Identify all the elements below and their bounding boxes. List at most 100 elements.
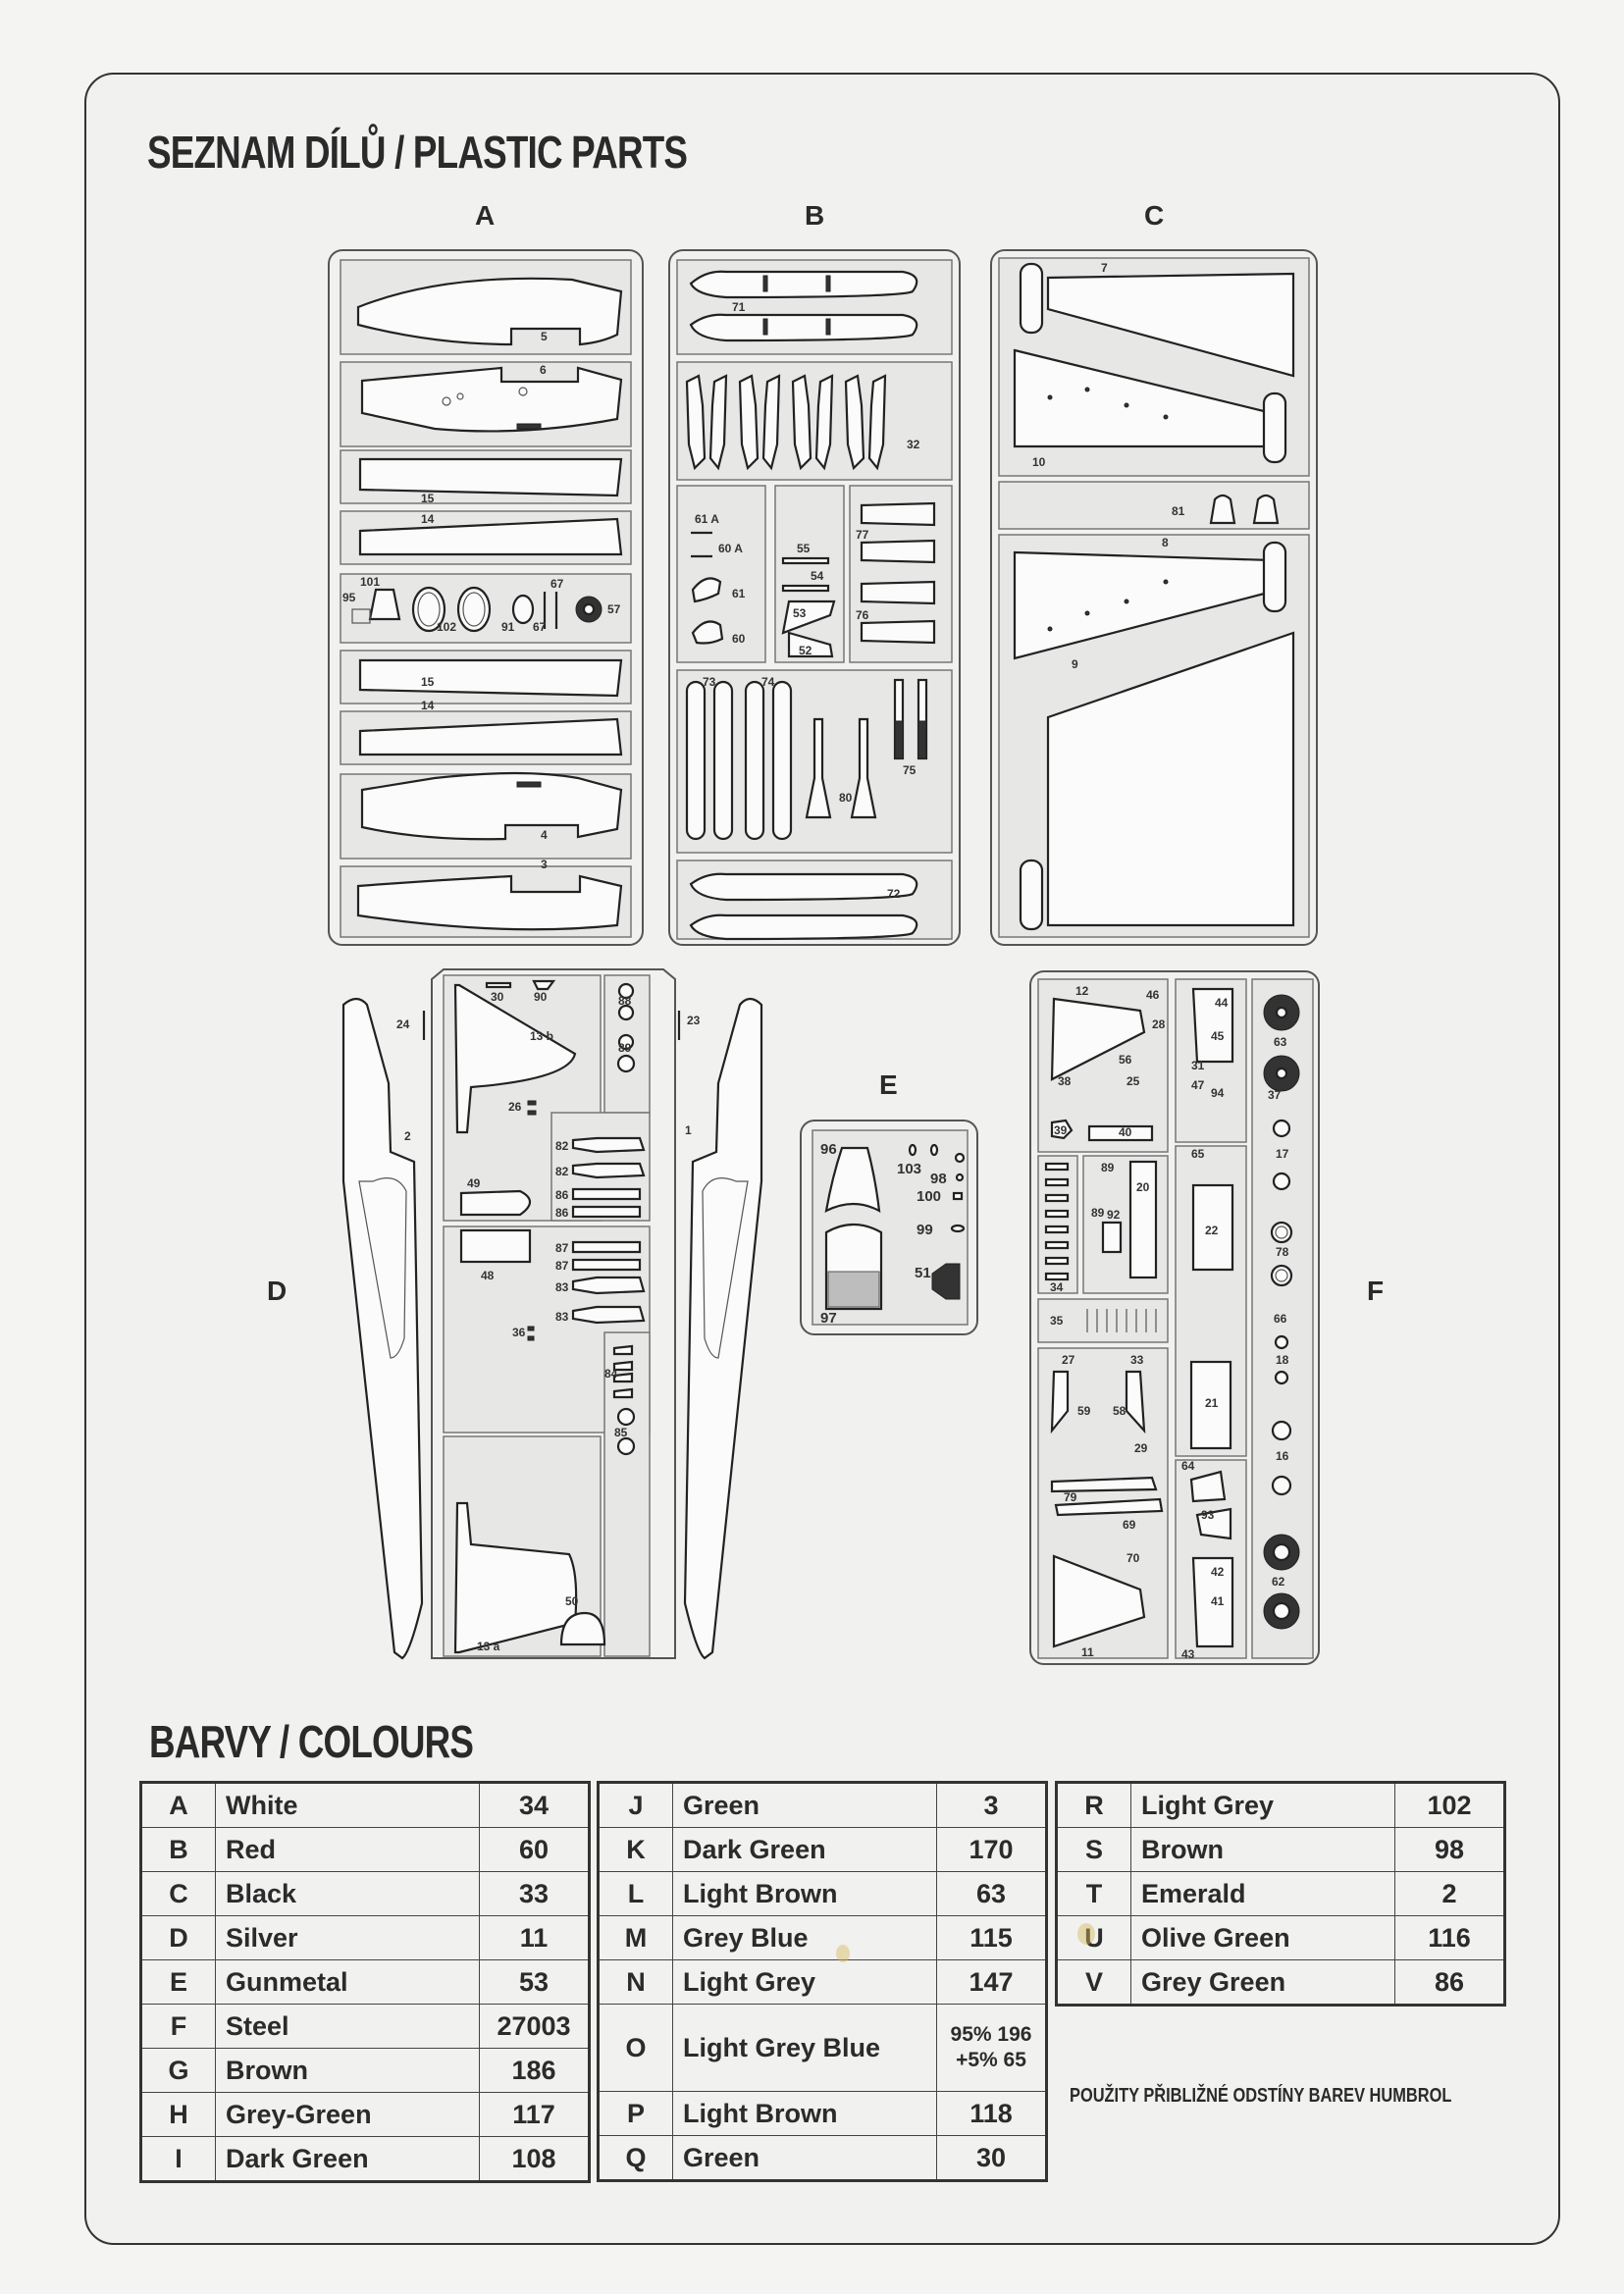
part-label: 13 b [530, 1029, 553, 1043]
sprue-e: 96 103 98 100 99 51 97 [800, 1120, 978, 1335]
part-label: 44 [1215, 996, 1229, 1010]
colour-code: H [140, 2092, 216, 2137]
sprue-c: 7 10 81 8 9 [990, 249, 1318, 946]
colour-code: M [598, 1915, 673, 1960]
humbrol-number: 3 [936, 1782, 1047, 1828]
part-label: 15 [421, 492, 435, 505]
colour-code: F [140, 2004, 216, 2049]
part-label: 74 [761, 675, 775, 689]
colour-code: G [140, 2048, 216, 2093]
humbrol-number: 95% 196+5% 65 [936, 2004, 1047, 2092]
colour-code: U [1056, 1915, 1131, 1960]
humbrol-number: 60 [479, 1827, 590, 1872]
part-label: 82 [555, 1165, 569, 1178]
part-label: 14 [421, 512, 435, 526]
colour-code: E [140, 1959, 216, 2005]
humbrol-number: 53 [479, 1959, 590, 2005]
part-label: 40 [1119, 1125, 1132, 1139]
part-label: 42 [1211, 1565, 1225, 1579]
humbrol-number: 27003 [479, 2004, 590, 2049]
part-label: 102 [437, 620, 456, 634]
part-label: 98 [930, 1171, 947, 1187]
part-label: 45 [1211, 1029, 1225, 1043]
humbrol-note: POUŽITY PŘIBLIŽNÉ ODSTÍNY BAREV HUMBROL [1070, 2085, 1452, 2107]
colour-code: T [1056, 1871, 1131, 1916]
part-label: 83 [555, 1310, 569, 1324]
part-label: 10 [1032, 455, 1046, 469]
part-label: 71 [732, 300, 746, 314]
part-label: 62 [1272, 1575, 1285, 1589]
colour-name: Silver [215, 1915, 480, 1960]
part-label: 51 [915, 1265, 931, 1281]
part-label: 13 a [477, 1640, 500, 1653]
part-label: 64 [1181, 1459, 1195, 1473]
colour-name: White [215, 1782, 480, 1828]
colour-name: Grey-Green [215, 2092, 480, 2137]
humbrol-number: 118 [936, 2091, 1047, 2136]
colour-name: Light Grey [1130, 1782, 1395, 1828]
part-label: 88 [618, 994, 632, 1008]
humbrol-number: 116 [1394, 1915, 1505, 1960]
part-label: 99 [917, 1222, 933, 1238]
part-label: 38 [1058, 1074, 1072, 1088]
colour-code: A [140, 1782, 216, 1828]
part-label: 81 [1172, 504, 1185, 518]
colour-name: Brown [1130, 1827, 1395, 1872]
humbrol-mix-line: 95% 196 [950, 2023, 1032, 2046]
humbrol-number: 86 [1394, 1959, 1505, 2006]
part-label: 49 [467, 1176, 481, 1190]
colour-name: Red [215, 1827, 480, 1872]
part-label: 97 [820, 1310, 837, 1327]
colour-name: Steel [215, 2004, 480, 2049]
part-label: 46 [1146, 988, 1160, 1002]
part-label: 41 [1211, 1594, 1225, 1608]
part-label: 60 A [718, 542, 743, 555]
colour-code: B [140, 1827, 216, 1872]
sprue-d: 30 90 88 24 13 b 89 23 2 26 82 82 49 86 … [341, 968, 763, 1660]
part-label: 79 [1064, 1490, 1077, 1504]
part-label: 6 [540, 363, 547, 377]
part-label: 84 [604, 1367, 618, 1381]
part-label: 36 [512, 1326, 526, 1339]
part-label: 87 [555, 1241, 569, 1255]
part-label: 17 [1276, 1147, 1289, 1161]
colour-name: Light Grey Blue [672, 2004, 937, 2092]
part-label: 55 [797, 542, 811, 555]
part-label: 66 [1274, 1312, 1287, 1326]
part-label: 86 [555, 1206, 569, 1220]
part-label: 50 [565, 1594, 579, 1608]
part-label: 57 [607, 602, 621, 616]
part-label: 22 [1205, 1224, 1219, 1237]
part-label: 82 [555, 1139, 569, 1153]
part-label: 95 [342, 591, 356, 604]
part-label: 26 [508, 1100, 522, 1114]
sprue-label-d: D [267, 1276, 288, 1306]
part-label: 90 [534, 990, 548, 1004]
colour-name: Brown [215, 2048, 480, 2093]
humbrol-number: 11 [479, 1915, 590, 1960]
humbrol-number: 30 [936, 2135, 1047, 2181]
colour-code: N [598, 1959, 673, 2005]
part-label: 3 [541, 858, 548, 871]
part-label: 72 [887, 887, 901, 901]
part-label: 33 [1130, 1353, 1144, 1367]
humbrol-number: 170 [936, 1827, 1047, 1872]
part-label: 61 [732, 587, 746, 600]
part-label: 56 [1119, 1053, 1132, 1067]
colour-name: Emerald [1130, 1871, 1395, 1916]
part-label: 48 [481, 1269, 495, 1282]
page-title: SEZNAM DÍLŮ / PLASTIC PARTS [147, 127, 688, 178]
part-label: 53 [793, 606, 807, 620]
colour-name: Green [672, 2135, 937, 2181]
part-label: 65 [1191, 1147, 1205, 1161]
colour-name: Grey Green [1130, 1959, 1395, 2006]
part-label: 101 [360, 575, 380, 589]
